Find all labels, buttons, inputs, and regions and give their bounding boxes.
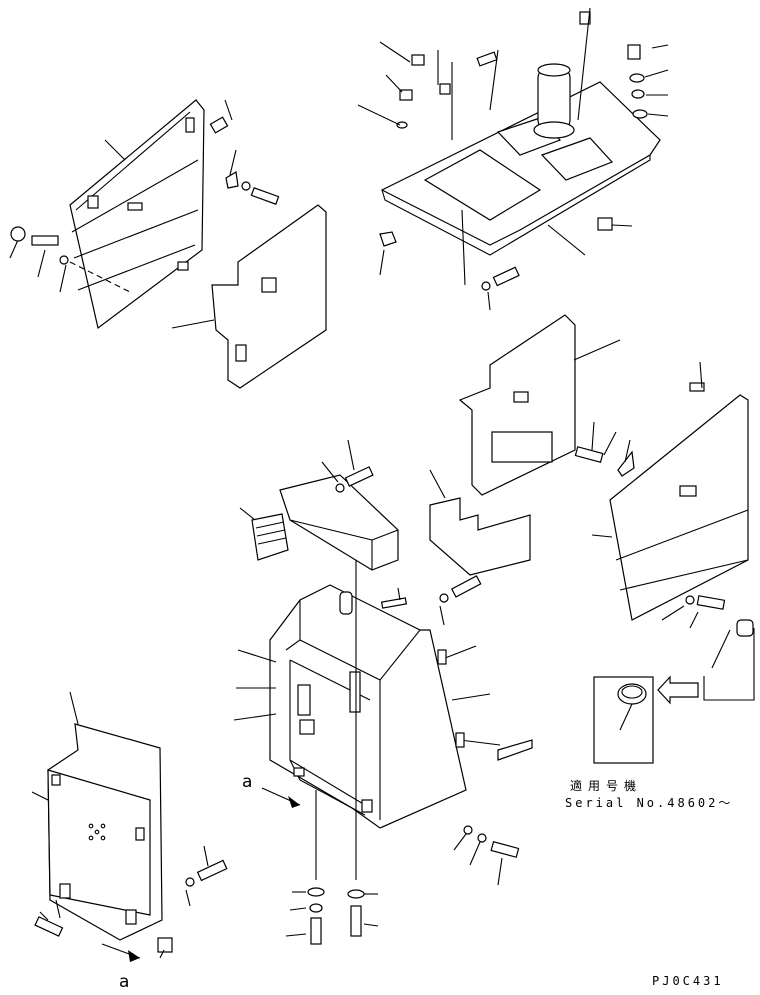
- foam-block: [429, 469, 531, 576]
- left-door-fasteners: [10, 116, 280, 265]
- console-bolt: [481, 266, 520, 311]
- applicability-label: 適用号機: [570, 779, 643, 793]
- view-letter-a-upper: a: [242, 772, 253, 792]
- rear-panel-fasteners: [34, 845, 228, 959]
- right-door-panel: [591, 361, 749, 621]
- console-hardware: [379, 11, 648, 247]
- console-body-box: [269, 560, 467, 880]
- console-body-leaders: [233, 645, 533, 761]
- console-top-plate: [380, 63, 661, 256]
- left-door-panel: [69, 99, 205, 330]
- view-arrow-upper: [261, 787, 301, 808]
- right-side-cover-plate: [458, 314, 621, 496]
- serial-number-text: Serial No.48602～: [565, 796, 734, 810]
- duct-box: [239, 439, 399, 571]
- view-letter-a-lower: a: [119, 972, 130, 992]
- left-side-cover-plate: [171, 204, 327, 389]
- view-arrow-lower: [101, 943, 141, 962]
- rear-access-panel: [31, 691, 163, 941]
- foam-clip: [380, 587, 408, 609]
- serial-inset-box: [593, 628, 755, 764]
- console-body-fasteners: [285, 575, 520, 945]
- drawing-code: PJ0C431: [652, 974, 724, 988]
- right-door-hardware: [574, 421, 754, 669]
- console-leaders: [357, 7, 669, 286]
